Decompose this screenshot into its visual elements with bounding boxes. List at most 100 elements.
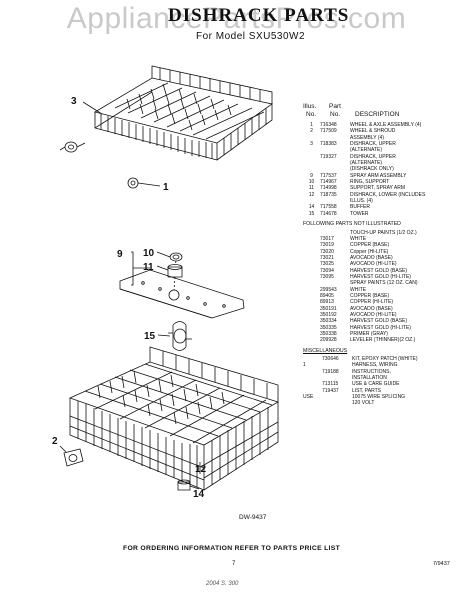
part-number: 73017 [320, 235, 334, 242]
tower-icon [168, 321, 192, 351]
part-description: TOWER [350, 210, 369, 217]
illus-number: 10 [308, 179, 315, 186]
callout-9: 9 [117, 249, 123, 260]
table-row: 11 714998 SUPPORT, SPRAY ARM [303, 185, 471, 191]
ordering-info: FOR ORDERING INFORMATION REFER TO PARTS … [123, 545, 341, 552]
part-description: PRIMER (GRAY) [350, 331, 388, 337]
part-number: 717558 [320, 204, 337, 211]
part-description: ASSEMBLY (4) [350, 134, 384, 141]
part-description: HARVEST GOLD (HI-LITE) [350, 324, 411, 331]
callout-10: 10 [143, 248, 155, 259]
part-number: 714967 [320, 179, 337, 186]
illus-number [303, 400, 322, 406]
part-number: 714678 [320, 210, 337, 217]
part-number: 73095 [320, 273, 334, 280]
part-description: USE & CARE GUIDE [352, 381, 400, 388]
part-description: LEVELER (THINNER)(2 OZ.) [350, 337, 416, 344]
spray-arm-support-icon [167, 264, 183, 278]
part-description: BUFFER [350, 204, 370, 211]
part-number: 717509 [320, 128, 337, 135]
part-number: 350334 [320, 318, 337, 325]
part-header: Part [329, 103, 341, 110]
callout-11: 11 [143, 262, 154, 273]
part-description: KIT, EPOXY PATCH (WHITE) [352, 356, 418, 363]
part-description: 10075 WIRE SPLICING [352, 394, 406, 401]
part-description: (DISHRACK ONLY) [350, 166, 394, 173]
wheel-shroud-icon [63, 448, 84, 467]
lower-dishrack [68, 346, 279, 491]
part-number: 350335 [320, 324, 337, 331]
table-row: USE 10075 WIRE SPLICING [303, 394, 471, 400]
part-description: DISHRACK, UPPER [350, 141, 396, 148]
part-description: AVOCADO (HI-LITE) [350, 311, 397, 318]
miscellaneous-heading: MISCELLANEOUS [303, 347, 348, 354]
part-number: 714998 [320, 185, 337, 192]
wheel-axle-icon [127, 177, 161, 189]
part-description: Copper (HI-LITE) [350, 248, 389, 255]
part-number: 718735 [320, 191, 337, 198]
part-description: AVOCADO (HI-LITE) [350, 261, 397, 268]
table-row: (DISHRACK ONLY) [303, 166, 471, 172]
illus-number: 1 [303, 362, 306, 369]
illus-number: 1 [310, 122, 313, 128]
table-row: SPRAY PAINTS (12 OZ. CAN) [303, 280, 471, 286]
part-description: SUPPORT, SPRAY ARM [350, 185, 406, 192]
part-description: WHEEL & SHROUD [350, 128, 396, 135]
part-number: 718383 [320, 141, 337, 148]
part-number: 73019 [320, 242, 334, 249]
table-row: 350334 HARVEST GOLD (BASE) [303, 318, 471, 324]
table-row: ILLUS. (4) [303, 198, 471, 204]
callout-3: 3 [71, 96, 77, 107]
part-number: 209928 [320, 337, 337, 344]
part-number: 73021 [320, 254, 334, 261]
illus-number [303, 337, 320, 343]
spray-arm-assembly [119, 269, 245, 319]
part-description: TOUCH-UP PAINTS (1/2 OZ.) [350, 229, 417, 236]
page-title: DISHRACK PARTS [168, 5, 350, 26]
part-description: HARNESS, WIRING [352, 362, 398, 369]
support-ring-icon [169, 252, 183, 262]
part-description: COPPER (HI-LITE) [350, 299, 394, 306]
model-subtitle: For Model SXU530W2 [196, 31, 306, 42]
part-number: 717537 [320, 172, 337, 179]
part-description: WHEEL & AXLE ASSEMBLY (4) [350, 122, 422, 128]
illus-header: Illus. [303, 103, 317, 110]
part-description: HARVEST GOLD (BASE) [350, 318, 408, 325]
bottom-mark: 2004 S. 300 [206, 581, 239, 587]
description-header: DESCRIPTION [355, 111, 400, 118]
illus-number: USE [303, 394, 314, 401]
table-row: (ALTERNATE) [303, 147, 471, 153]
part-description: DISHRACK, UPPER [350, 153, 396, 160]
illus-number: 11 [308, 185, 315, 192]
table-row: INSTALLATION [303, 375, 471, 381]
exploded-diagram: 3 1 9 10 11 15 2 12 14 [52, 65, 279, 500]
page-number: 7 [232, 561, 236, 567]
part-description: SPRAY PAINTS (12 OZ. CAN) [350, 280, 418, 287]
table-row: 1 HARNESS, WIRING [303, 362, 471, 368]
part-number: 89405 [320, 292, 334, 299]
part-number: 719327 [320, 153, 337, 160]
watermark: AppliancePartsPros.com [66, 2, 407, 35]
part-description: WHITE [350, 286, 367, 293]
callout-1: 1 [163, 182, 169, 193]
publication-number: 7/9437 [433, 561, 450, 567]
